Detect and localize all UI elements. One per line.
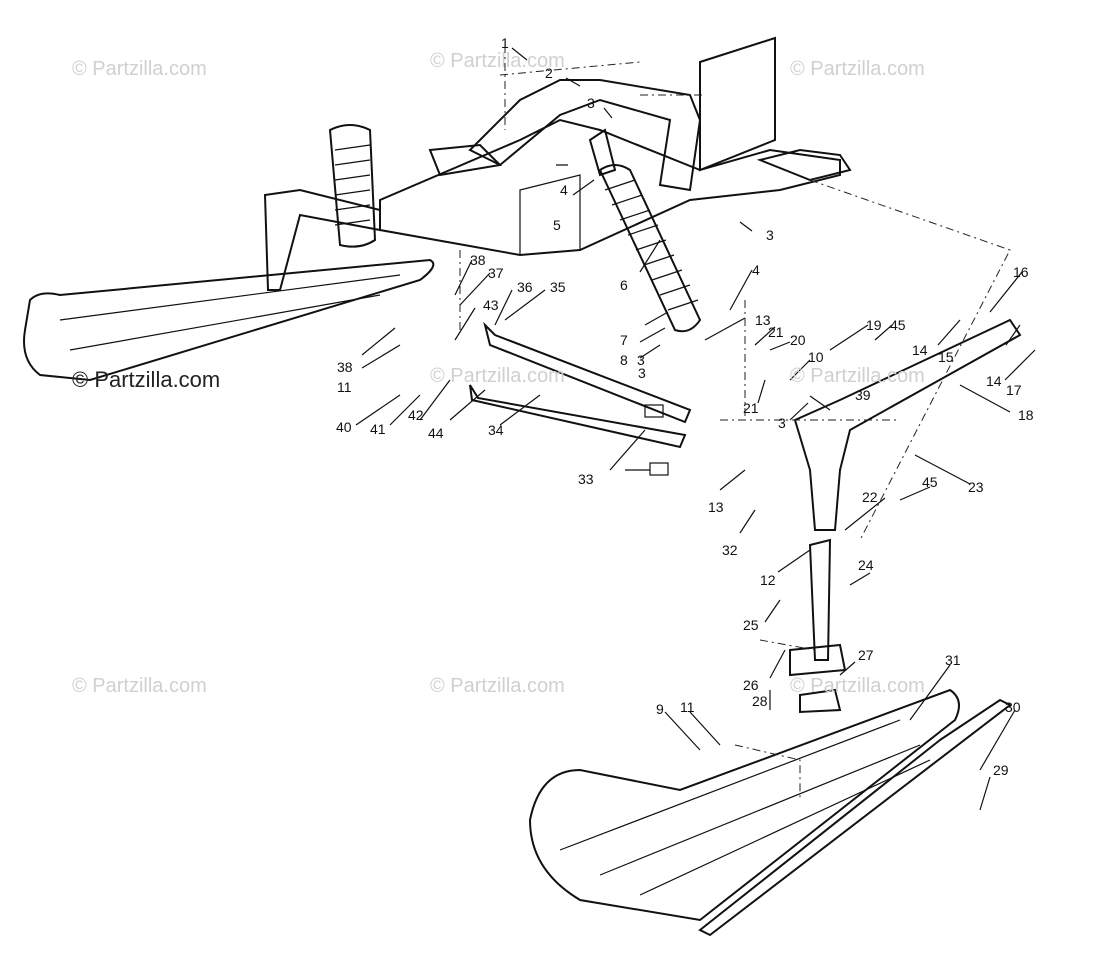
callout-label: 11 (680, 699, 695, 715)
callout-label: 21 (743, 400, 759, 416)
callout-label: 9 (656, 701, 664, 717)
callout-label: 2 (545, 65, 553, 81)
callout-label: 16 (1013, 264, 1029, 280)
callout-label: 11 (337, 379, 352, 395)
callout-label: 15 (938, 349, 954, 365)
left-ski-assembly (23, 124, 435, 382)
callout-label: 30 (1005, 699, 1021, 715)
callout-label: 14 (912, 342, 928, 358)
callout-label: 20 (790, 332, 806, 348)
callout-label: 38 (337, 359, 353, 375)
watermark: © Partzilla.com (72, 675, 207, 697)
callout-label: 45 (890, 317, 906, 333)
callout-label: 1 (501, 35, 509, 51)
callout-label: 26 (743, 677, 759, 693)
callout-label: 40 (336, 419, 352, 435)
watermark: © Partzilla.com (430, 365, 565, 387)
watermark: © Partzilla.com (790, 675, 925, 697)
watermark: © Partzilla.com (430, 50, 565, 72)
callout-label: 21 (768, 324, 784, 340)
watermark-dark: © Partzilla.com (72, 367, 221, 392)
callout-label: 32 (722, 542, 738, 558)
callout-label: 35 (550, 279, 566, 295)
callout-label: 43 (483, 297, 499, 313)
chassis-tunnel (379, 36, 852, 257)
callout-label: 4 (752, 262, 760, 278)
callout-label: 3 (766, 227, 774, 243)
callout-label: 37 (488, 265, 504, 281)
main-ski (528, 688, 1012, 937)
callout-label: 7 (620, 332, 628, 348)
callout-label: 13 (708, 499, 724, 515)
callout-label: 5 (553, 217, 561, 233)
callout-label: 33 (578, 471, 594, 487)
assembly-guide-lines (459, 45, 1011, 800)
callout-label: 14 (986, 373, 1002, 389)
callout-label: 3 (637, 352, 645, 368)
callout-leaders (355, 47, 1036, 811)
callout-label: 17 (1006, 382, 1022, 398)
callout-label: 6 (620, 277, 628, 293)
callout-label: 8 (620, 352, 628, 368)
watermark: © Partzilla.com (430, 675, 565, 697)
callout-label: 36 (517, 279, 533, 295)
callout-label: 13 (755, 312, 771, 328)
callout-label: 4 (560, 182, 568, 198)
callout-label: 27 (858, 647, 874, 663)
callout-label: 18 (1018, 407, 1034, 423)
callout-label: 25 (743, 617, 759, 633)
shock-absorber (588, 128, 702, 333)
callout-label: 42 (408, 407, 424, 423)
callout-label: 22 (862, 489, 878, 505)
callout-label: 31 (945, 652, 961, 668)
callout-label: 38 (470, 252, 486, 268)
callout-label: 34 (488, 422, 504, 438)
callout-labels: 1 2 3 3 4 5 4 3 6 7 8 3 13 21 20 19 45 1… (336, 35, 1034, 778)
callout-label: 44 (428, 425, 444, 441)
watermark: © Partzilla.com (790, 58, 925, 80)
watermark: © Partzilla.com (790, 365, 925, 387)
callout-label: 23 (968, 479, 984, 495)
callout-label: 3 (587, 95, 595, 111)
callout-label: 3 (778, 415, 786, 431)
callout-label: 29 (993, 762, 1009, 778)
radius-rods (469, 321, 692, 476)
callout-label: 19 (866, 317, 882, 333)
callout-label: 12 (760, 572, 776, 588)
watermark: © Partzilla.com (72, 58, 207, 80)
callout-label: 3 (638, 365, 646, 381)
callout-label: 39 (855, 387, 871, 403)
callout-label: 24 (858, 557, 874, 573)
callout-label: 10 (808, 349, 824, 365)
callout-label: 41 (370, 421, 386, 437)
callout-label: 45 (922, 474, 938, 490)
upper-a-arm (428, 79, 702, 192)
callout-label: 28 (752, 693, 768, 709)
